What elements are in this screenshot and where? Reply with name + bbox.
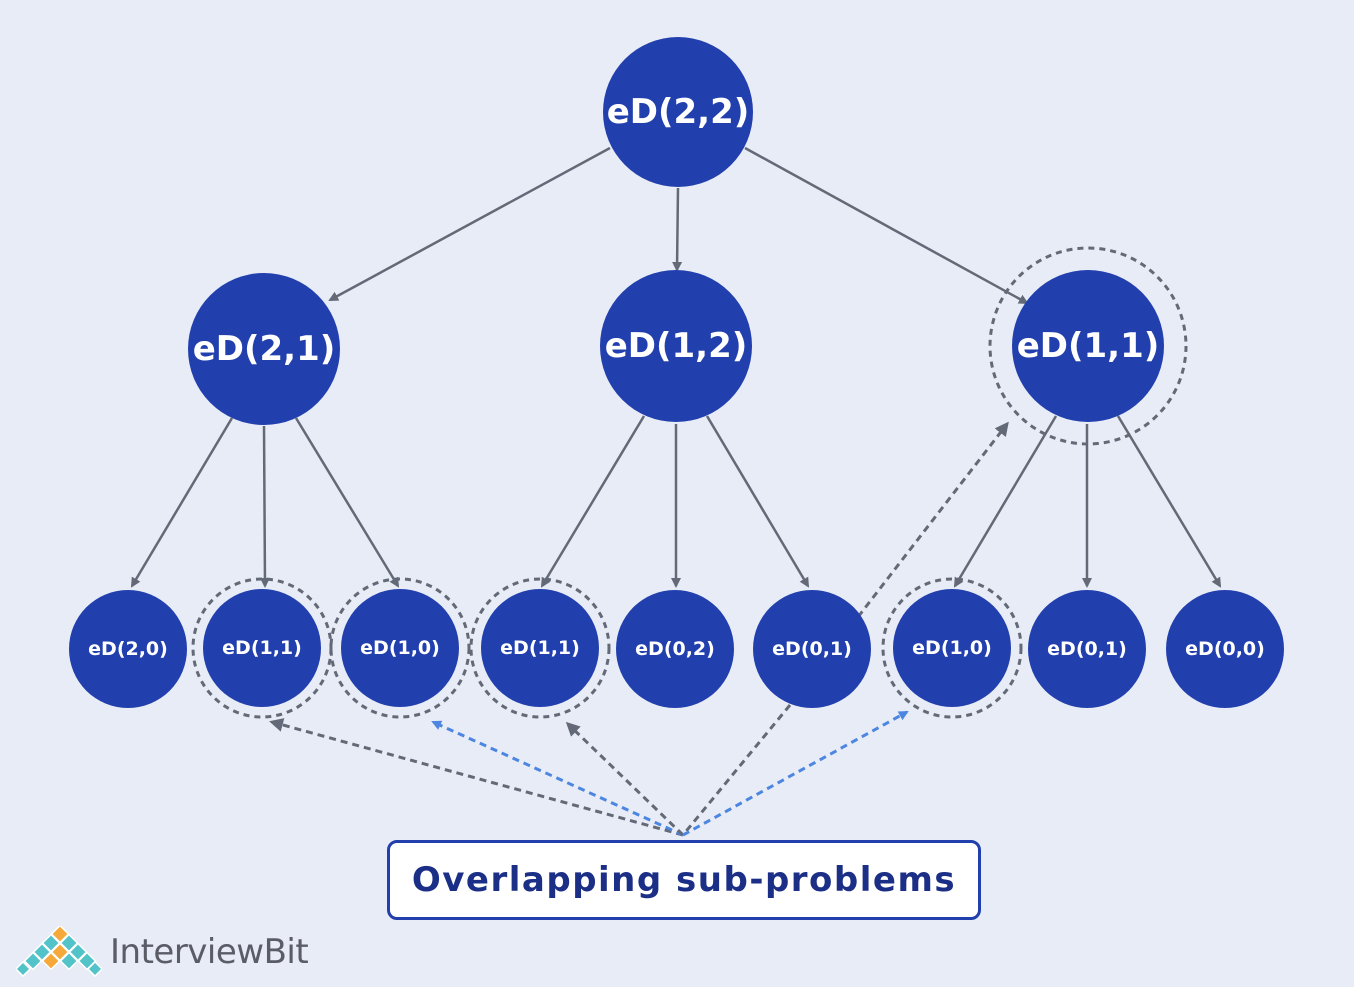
edge-ed12-to-ed01 [705,415,810,588]
brand-name: InterviewBit [110,932,309,972]
node-label: eD(2,0) [88,638,168,660]
dashed-ring [329,577,471,719]
caption-text: Overlapping sub-problems [411,860,957,900]
tree-node-level1-1: eD(1,2) [600,270,752,422]
node-label: eD(0,2) [635,638,715,660]
tree-node-level2-6: eD(1,0) [881,577,1023,719]
node-label: eD(1,1) [222,637,302,659]
node-label: eD(1,2) [605,326,748,366]
tree-node-level2-5: eD(0,1) [753,590,871,708]
tree-edges [130,146,1222,588]
node-label: eD(1,0) [912,637,992,659]
tree-node-level2-4: eD(0,2) [616,590,734,708]
edge-root-to-ed11 [744,146,1029,305]
dashed-ring [469,577,611,719]
node-label: eD(1,1) [500,637,580,659]
dashed-ring [881,577,1023,719]
tree-node-level2-2: eD(1,0) [329,577,471,719]
tree-node-level2-1: eD(1,1) [191,577,333,719]
tree-node-root: eD(2,2) [603,37,753,187]
edge-ed21-to-ed20 [130,417,234,588]
tree-node-level1-0: eD(2,1) [188,273,340,425]
interviewbit-logo-icon [16,926,102,978]
node-label: eD(0,1) [772,638,852,660]
edge-ed12-to-ed11 [540,415,646,588]
brand-logo: InterviewBit [16,922,309,982]
edge-ed21-to-ed10 [294,417,400,588]
node-label: eD(1,0) [360,637,440,659]
overlap-arrows [269,421,1009,837]
node-label: eD(0,0) [1185,638,1265,660]
edge-ed11-to-ed00 [1116,415,1222,588]
overlap-arrow-to-ed11-b [565,721,685,837]
edge-root-to-ed12 [672,187,683,272]
edge-ed21-to-ed11 [259,425,270,588]
tree-node-level2-3: eD(1,1) [469,577,611,719]
node-label: eD(0,1) [1047,638,1127,660]
overlap-arrow-to-ed11-a [269,718,684,837]
edge-ed11-to-ed10 [953,415,1058,588]
tree-node-level2-8: eD(0,0) [1166,590,1284,708]
edge-root-to-ed21 [328,146,611,302]
overlap-arrow-to-ed10-b [682,710,909,837]
overlap-arrow-to-ed11-top [856,421,1009,618]
node-label: eD(1,1) [1017,326,1160,366]
overlap-arrow-from-ed01 [681,704,792,836]
tree-node-level2-0: eD(2,0) [69,590,187,708]
overlap-arrow-to-ed10-a [431,720,684,837]
node-label: eD(2,2) [607,92,750,132]
tree-node-level2-7: eD(0,1) [1028,590,1146,708]
tree-node-level1-2: eD(1,1) [988,246,1188,446]
dashed-ring [191,577,333,719]
caption-box: Overlapping sub-problems [387,840,981,920]
node-label: eD(2,1) [193,329,336,369]
dashed-ring [988,246,1188,446]
